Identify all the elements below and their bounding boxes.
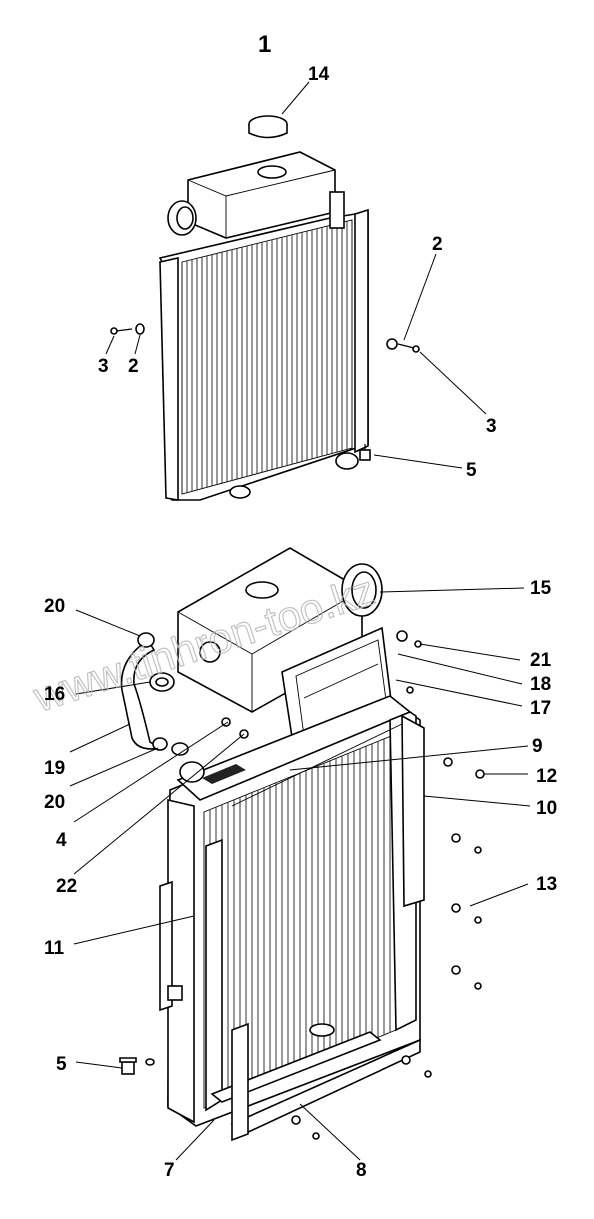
callout-14: 14 <box>308 64 330 85</box>
lower-frame-7-8 <box>210 1022 421 1142</box>
leader-14 <box>281 81 310 115</box>
leader-20-top <box>75 609 141 637</box>
upper-radiator-core <box>158 191 369 501</box>
leader-19 <box>69 723 131 753</box>
callout-9: 9 <box>532 736 543 757</box>
callout-17: 17 <box>530 698 551 719</box>
leader-16 <box>75 681 151 695</box>
callout-2-right: 2 <box>432 234 443 255</box>
fitting-4 <box>171 742 189 756</box>
callout-21: 21 <box>530 650 552 671</box>
drain-valve-5-lower <box>119 1057 155 1075</box>
callout-15: 15 <box>530 578 552 599</box>
leader-5-upper <box>373 454 463 469</box>
lower-radiator-assembly <box>69 547 531 1161</box>
plug-16 <box>149 672 175 692</box>
leader-10 <box>423 795 531 807</box>
callout-3-right: 3 <box>486 416 497 437</box>
filler-cap-14 <box>248 115 288 139</box>
callout-20-top: 20 <box>44 596 65 617</box>
leader-9 <box>289 745 529 771</box>
leader-17 <box>395 679 523 707</box>
leader-18 <box>397 653 523 685</box>
callout-19: 19 <box>44 758 65 779</box>
callout-2-left: 2 <box>128 356 139 377</box>
callout-3-left: 3 <box>98 356 109 377</box>
bolt-right-3 <box>397 343 420 353</box>
callout-5-lower: 5 <box>56 1054 67 1075</box>
leader-22 <box>73 733 245 875</box>
side-guard-10 <box>231 711 425 1032</box>
upper-fins <box>186 221 348 493</box>
callout-labels: 14 2 3 2 3 5 15 20 21 16 18 17 19 9 20 1… <box>44 64 557 1181</box>
leader-15 <box>379 587 525 593</box>
callout-8: 8 <box>356 1160 367 1181</box>
leader-8 <box>299 1103 361 1161</box>
leader-13 <box>469 883 529 907</box>
drain-valve-5-upper <box>359 444 371 461</box>
leader-20-bottom <box>69 747 159 787</box>
leader-2-left <box>134 334 141 355</box>
leader-5-lower <box>75 1061 123 1069</box>
seal-strip-11 <box>159 838 223 1112</box>
callout-7: 7 <box>164 1160 175 1181</box>
callout-20-bottom: 20 <box>44 792 65 813</box>
callout-16: 16 <box>44 684 65 705</box>
callout-13: 13 <box>536 874 557 895</box>
callout-11: 11 <box>44 938 65 959</box>
leader-3-right <box>419 351 487 415</box>
callout-10: 10 <box>536 798 557 819</box>
callout-18: 18 <box>530 674 551 695</box>
leader-3-left <box>105 335 115 355</box>
leader-2-right <box>403 253 437 341</box>
callout-22: 22 <box>56 876 77 897</box>
hose-19 <box>120 632 168 751</box>
callout-5-upper: 5 <box>466 460 477 481</box>
leader-7 <box>175 1119 215 1161</box>
callout-12: 12 <box>536 766 557 787</box>
leader-11 <box>73 915 195 945</box>
leader-21 <box>419 643 521 661</box>
diagram-title: 1 <box>258 31 271 58</box>
leader-4 <box>73 721 229 823</box>
bolts-right <box>221 630 485 1140</box>
washer-right-2 <box>386 338 398 350</box>
upper-radiator-assembly <box>105 81 487 501</box>
washer-left-2 <box>135 323 145 335</box>
bolt-left-3 <box>110 327 133 335</box>
callout-4: 4 <box>56 830 67 851</box>
lower-radiator-core <box>167 695 421 1127</box>
